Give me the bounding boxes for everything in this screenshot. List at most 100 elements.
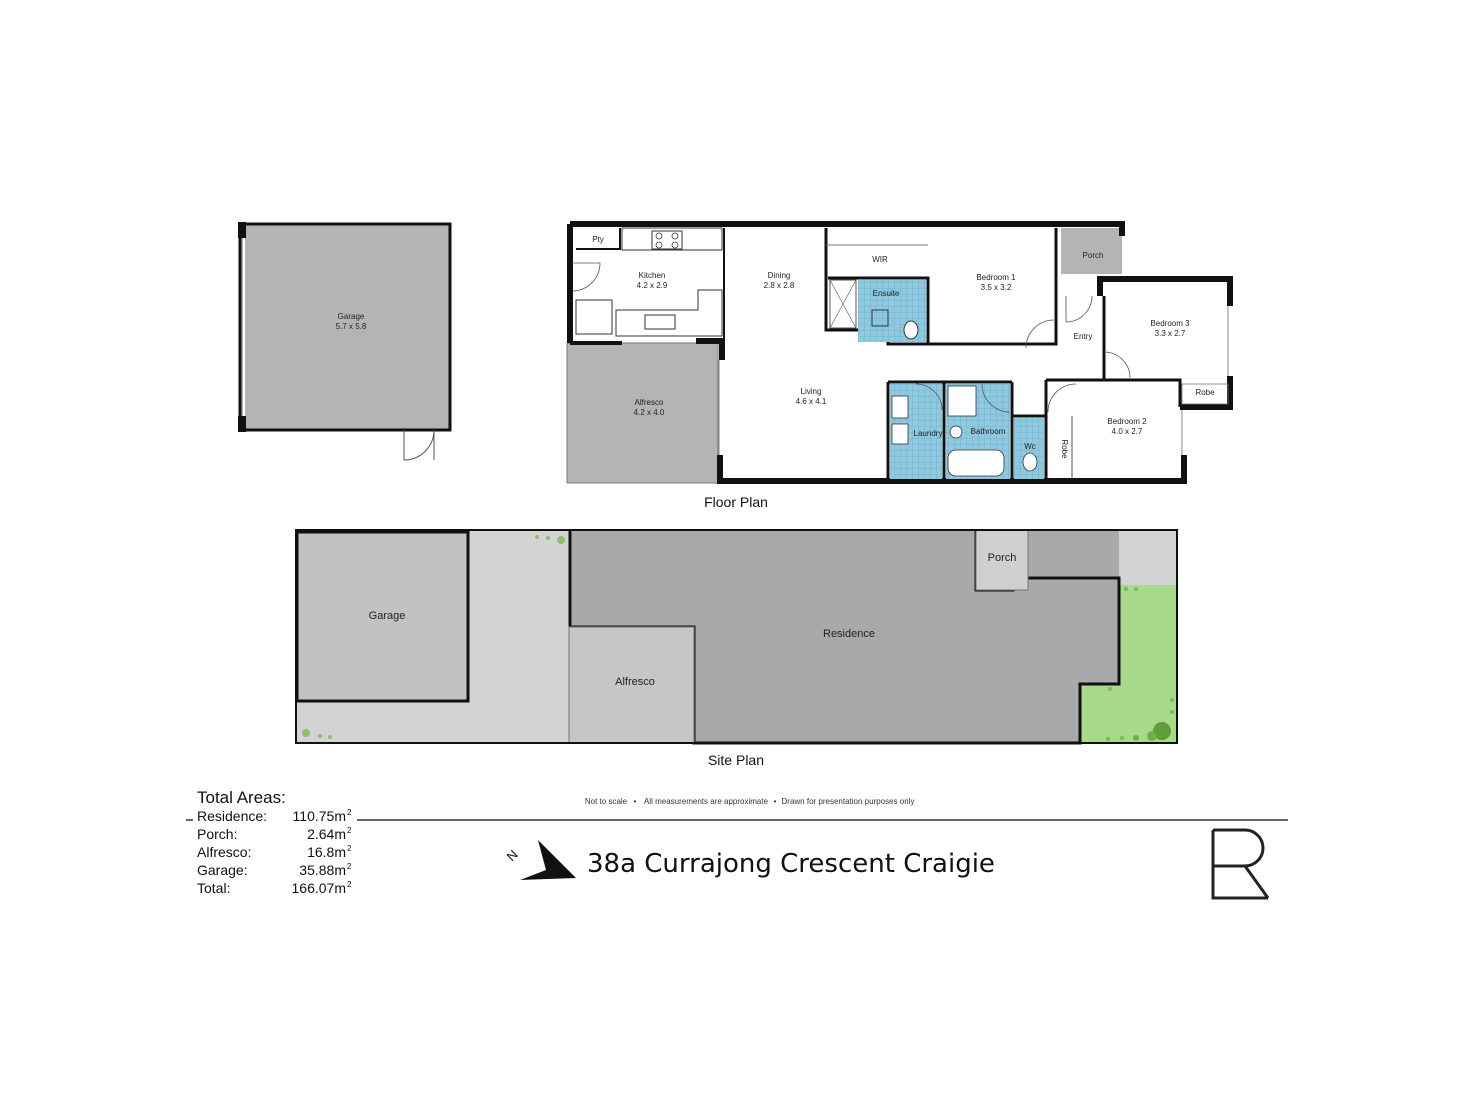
site-alfresco xyxy=(568,626,695,744)
outer-wall xyxy=(717,455,1187,484)
brand-logo-icon xyxy=(1211,828,1270,900)
outer-wall xyxy=(1180,376,1233,410)
site-label-alfresco: Alfresco xyxy=(615,676,655,688)
cooktop xyxy=(651,230,683,250)
room-dims: 3.5 x 3.2 xyxy=(981,283,1012,292)
area-unit-superscript: 2 xyxy=(347,862,352,871)
property-address: 38a Currajong Crescent Craigie xyxy=(587,849,995,879)
bedroom3-wall xyxy=(1104,378,1182,407)
area-value: 166.07m xyxy=(292,880,346,896)
disclaimer-separator: • xyxy=(774,797,777,806)
room-name: Entry xyxy=(1074,332,1093,341)
area-unit-superscript: 2 xyxy=(347,808,352,817)
site-lawn xyxy=(1080,585,1177,743)
north-label: N xyxy=(504,847,521,864)
room-name: Bedroom 1 xyxy=(976,273,1016,282)
door-swing xyxy=(1047,383,1077,413)
room-name: Living xyxy=(801,387,822,396)
ensuite-wall xyxy=(828,276,930,344)
disclaimer-separator: • xyxy=(634,797,637,806)
kitchen-sink xyxy=(644,314,676,330)
wc-toilet xyxy=(1022,452,1038,472)
garage-room xyxy=(238,222,452,432)
garage-wall-post xyxy=(238,416,246,432)
cooktop-burner xyxy=(671,232,679,240)
room-dims: 3.3 x 2.7 xyxy=(1155,329,1186,338)
fridge xyxy=(575,299,613,335)
room-name: Alfresco xyxy=(635,398,664,407)
shrub xyxy=(1120,736,1124,740)
room-name: Laundry xyxy=(914,429,943,438)
shrub xyxy=(1133,735,1139,741)
disclaimer-measurements: All measurements are approximate xyxy=(644,797,769,806)
shrub xyxy=(1147,731,1157,741)
shrub xyxy=(1124,587,1128,591)
room-dims: 4.2 x 4.0 xyxy=(634,408,665,417)
shower-cross xyxy=(829,279,857,329)
door-swing xyxy=(915,383,943,411)
garage-door-swing xyxy=(403,429,435,461)
laundry-machine xyxy=(891,423,909,445)
shrub xyxy=(546,536,550,540)
total-areas: Total Areas: Residence: 110.75m 2 Porch:… xyxy=(197,788,352,896)
room-name: Garage xyxy=(338,312,365,321)
disclaimer-scale: Not to scale xyxy=(585,797,628,806)
shrub xyxy=(535,535,539,539)
laundry-trough xyxy=(891,395,909,419)
floor-plan-caption: Floor Plan xyxy=(704,494,768,510)
room-name: Ensuite xyxy=(873,289,900,298)
room-name: Robe xyxy=(1060,439,1069,459)
shrub xyxy=(557,536,565,544)
area-label: Residence: xyxy=(197,808,267,824)
shrub xyxy=(1108,687,1112,691)
garage-floor-plan: Garage 5.7 x 5.8 xyxy=(238,222,452,461)
room-name: Kitchen xyxy=(639,271,666,280)
shrub xyxy=(1153,722,1171,740)
area-label: Garage: xyxy=(197,862,248,878)
room-name: Bedroom 3 xyxy=(1150,319,1190,328)
shrub xyxy=(1134,587,1138,591)
alfresco-room xyxy=(566,342,719,484)
north-arrow-icon: N xyxy=(504,840,576,880)
bathtub xyxy=(947,449,1005,477)
area-unit-superscript: 2 xyxy=(347,826,352,835)
area-value: 2.64m xyxy=(307,826,346,842)
area-label: Total: xyxy=(197,880,230,896)
room-name: WIR xyxy=(872,255,888,264)
cooktop-burner xyxy=(671,241,679,249)
shrub xyxy=(1170,698,1174,702)
shrub xyxy=(1106,737,1110,741)
room-name: Bathroom xyxy=(971,427,1006,436)
pantry-wall xyxy=(576,228,621,250)
area-value: 110.75m xyxy=(293,808,346,824)
room-dims: 5.7 x 5.8 xyxy=(336,322,367,331)
ensuite-vanity xyxy=(871,309,889,327)
door-swing xyxy=(1025,319,1055,349)
room-name: Dining xyxy=(768,271,791,280)
room-name: Pty xyxy=(592,235,604,244)
cooktop-burner xyxy=(655,241,663,249)
porch-room xyxy=(1061,228,1122,274)
room-dims: 4.6 x 4.1 xyxy=(796,397,827,406)
outer-wall xyxy=(696,338,725,360)
site-plan-caption: Site Plan xyxy=(708,752,764,768)
room-dims: 2.8 x 2.8 xyxy=(764,281,795,290)
ensuite-toilet xyxy=(903,320,919,340)
robe-cupboard xyxy=(1181,383,1229,405)
door-swing xyxy=(1103,351,1131,379)
entry-door-swing xyxy=(1065,295,1093,323)
room-dims: 4.0 x 2.7 xyxy=(1112,427,1143,436)
outer-wall xyxy=(1097,276,1233,306)
house-floor-plan: Pty Kitchen 4.2 x 2.9 Dining 2.8 x 2.8 W… xyxy=(566,221,1233,484)
bathroom-shower xyxy=(947,385,977,417)
cooktop-burner xyxy=(655,232,663,240)
shrub xyxy=(1170,710,1174,714)
area-label: Alfresco: xyxy=(197,844,251,860)
garage-wall-post xyxy=(238,222,246,238)
area-unit-superscript: 2 xyxy=(347,880,352,889)
basin xyxy=(949,425,963,439)
area-unit-superscript: 2 xyxy=(347,844,352,853)
room-name: Porch xyxy=(1083,251,1104,260)
shrub xyxy=(328,735,332,739)
